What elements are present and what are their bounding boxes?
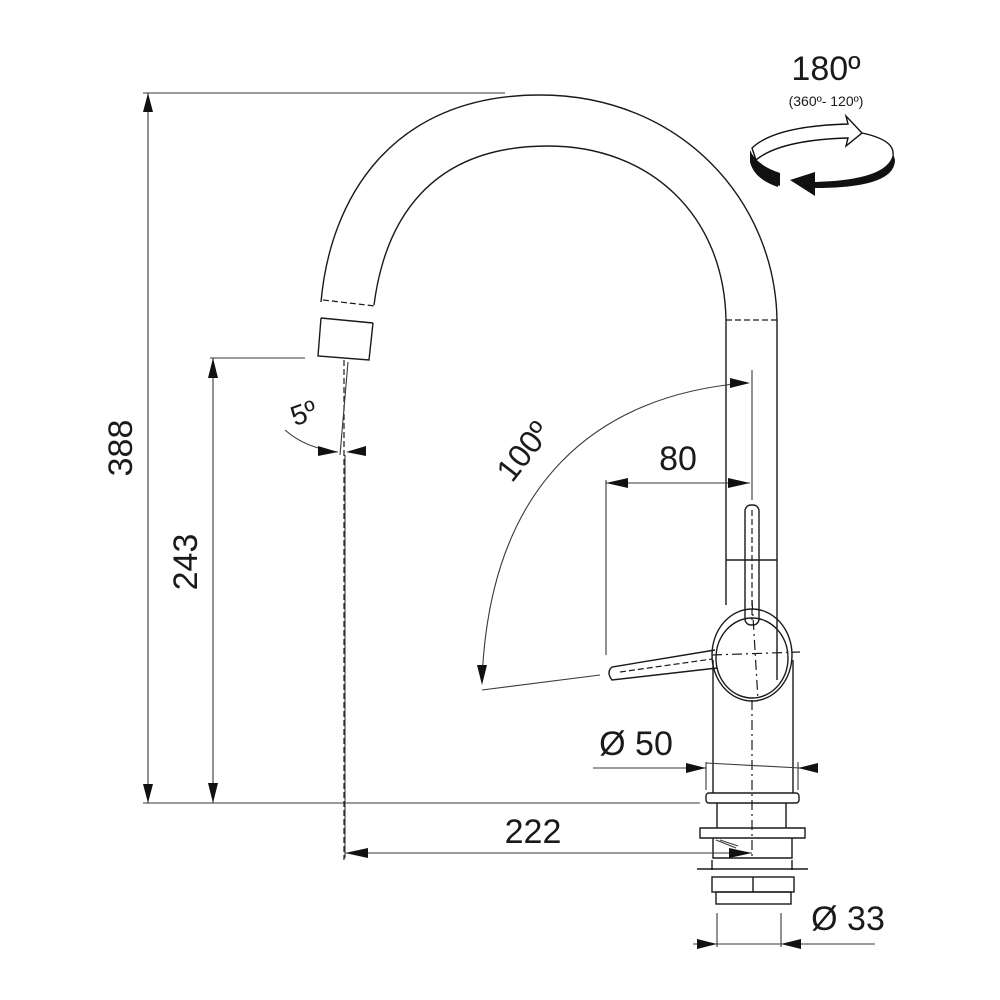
dimension-spout-angle: [284, 360, 366, 860]
spout-height-label: 243: [167, 534, 205, 591]
rotate-arrows-icon: [750, 113, 895, 196]
dimension-base-diameter: [593, 762, 818, 790]
reach-label: 222: [505, 813, 562, 851]
dimension-reach: [344, 455, 752, 858]
rotation-label: 180º: [791, 50, 860, 88]
dimension-lever-length: [605, 478, 750, 655]
dimension-spout-height: [208, 357, 305, 803]
rotation-sublabel: (360º- 120º): [789, 93, 864, 109]
faucet-body: [608, 504, 808, 905]
shank-diameter-label: Ø 33: [811, 900, 885, 938]
lever-length-label: 80: [659, 440, 697, 478]
dimension-total-height: [143, 92, 700, 804]
dimension-shank-diameter: [693, 913, 875, 949]
spout-angle-label: 5º: [286, 394, 321, 432]
spout-arch: [317, 94, 778, 680]
dimension-lever-angle: [477, 370, 753, 691]
total-height-label: 388: [102, 420, 140, 477]
base-diameter-label: Ø 50: [599, 725, 673, 763]
